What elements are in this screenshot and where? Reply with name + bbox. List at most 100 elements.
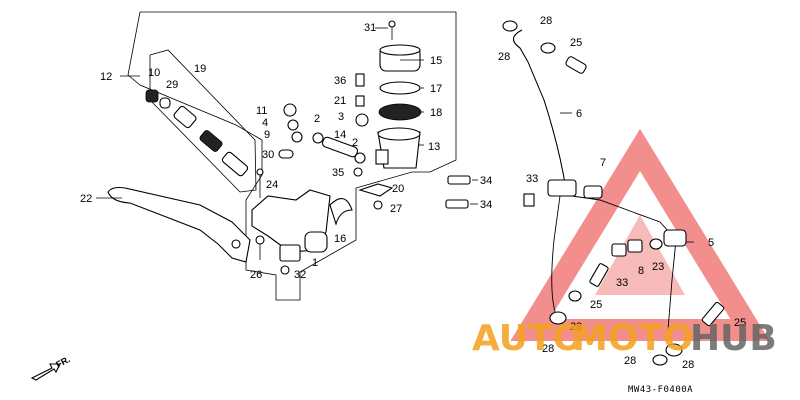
leader-lines [96, 27, 694, 243]
label-28a: 28 [540, 15, 552, 27]
part-28d-washer [665, 343, 683, 357]
label-20: 20 [392, 183, 404, 195]
part-33b-bolt [611, 243, 627, 257]
label-30: 30 [262, 149, 274, 161]
part-21-bolt [355, 95, 365, 107]
label-27: 27 [390, 203, 402, 215]
label-23: 23 [652, 261, 664, 273]
label-6: 6 [576, 108, 582, 120]
front-label: FR. [54, 354, 71, 370]
label-32: 32 [294, 269, 306, 281]
part-3-washer [355, 113, 369, 127]
label-16: 16 [334, 233, 346, 245]
piston-kit [145, 49, 257, 193]
part-28b-washer [568, 290, 582, 302]
part-10-cup [145, 89, 159, 103]
watermark-auto: AUTO [472, 318, 583, 359]
label-14: 14 [334, 129, 346, 141]
label-2b: 2 [352, 137, 358, 149]
label-25c: 25 [734, 317, 746, 329]
part-28e-washer [652, 354, 668, 366]
label-13: 13 [428, 141, 440, 153]
label-33a: 33 [526, 173, 538, 185]
label-34b: 34 [480, 199, 492, 211]
part-25c-bolt [701, 301, 725, 327]
label-18: 18 [430, 107, 442, 119]
label-25b: 25 [590, 299, 602, 311]
label-3: 3 [338, 111, 344, 123]
watermark-moto: MOTO [572, 318, 694, 359]
label-7: 7 [600, 157, 606, 169]
part-23-washer [649, 238, 663, 250]
label-17: 17 [430, 83, 442, 95]
label-34a: 34 [480, 175, 492, 187]
front-arrow: FR. [30, 354, 72, 381]
part-2-washer [312, 132, 324, 144]
brake-hose [445, 20, 725, 366]
part-14-pipe [321, 136, 359, 158]
label-31: 31 [364, 22, 376, 34]
reservoir [312, 20, 422, 210]
master-cylinder-body [251, 103, 353, 275]
hose-joint [547, 179, 577, 197]
part-1-switch [279, 244, 301, 262]
label-26: 26 [250, 269, 262, 281]
label-28e: 28 [682, 359, 694, 371]
part-19-piston [173, 105, 197, 129]
label-11: 11 [256, 105, 267, 117]
label-35: 35 [332, 167, 344, 179]
part-27-screw [373, 200, 383, 210]
part-25b-bolt [589, 263, 609, 287]
part-labels: 31 15 36 17 21 18 3 14 13 2 35 20 27 12 … [80, 15, 746, 371]
part-28c-washer [549, 311, 567, 325]
part-16-holder [329, 198, 353, 226]
assembly-outline [120, 11, 457, 301]
part-19-spring [199, 130, 223, 152]
label-24: 24 [266, 179, 278, 191]
part-17-plate [379, 81, 421, 95]
label-15: 15 [430, 55, 442, 67]
part-34a-bolt [447, 175, 471, 185]
part-30-washer [278, 149, 294, 159]
label-21: 21 [334, 95, 346, 107]
label-28f: 28 [624, 355, 636, 367]
part-8-bolt [627, 239, 643, 253]
part-33-bolt [523, 193, 535, 207]
label-25a: 25 [570, 37, 582, 49]
label-29: 29 [166, 79, 178, 91]
part-6-hose [527, 61, 567, 191]
diagram-code: MW43-F0400A [628, 385, 693, 395]
part-18-diaphragm [378, 103, 422, 121]
watermark-triangle-outer [510, 128, 770, 341]
label-10: 10 [148, 67, 160, 79]
part-32-screw [280, 265, 290, 275]
part-36-bolt [355, 73, 365, 87]
part-25-bolt-top [565, 56, 587, 74]
label-8: 8 [638, 265, 644, 277]
label-9: 9 [264, 129, 270, 141]
part-11-cap [283, 103, 297, 117]
label-33b: 33 [616, 277, 628, 289]
label-1: 1 [312, 257, 318, 269]
watermark-hub: HUB [690, 318, 777, 359]
label-12: 12 [100, 71, 112, 83]
label-19: 19 [194, 63, 206, 75]
part-9-boot [291, 131, 303, 143]
part-19-seal [221, 151, 249, 177]
part-7-fitting [583, 185, 603, 199]
label-28c: 28 [570, 321, 582, 333]
label-2a: 2 [314, 113, 320, 125]
part-29-ring [159, 97, 171, 109]
part-2b-washer [354, 152, 366, 164]
label-28b: 28 [498, 51, 510, 63]
label-4: 4 [262, 117, 268, 129]
watermark-text: AUTO MOTO HUB [472, 318, 777, 359]
part-34b-bolt [445, 199, 469, 209]
watermark [510, 128, 770, 341]
part-20-clamp [358, 183, 394, 197]
label-22: 22 [80, 193, 92, 205]
part-35-screw [353, 167, 363, 177]
brake-lever [107, 186, 251, 263]
watermark-triangle-inner [595, 215, 685, 295]
